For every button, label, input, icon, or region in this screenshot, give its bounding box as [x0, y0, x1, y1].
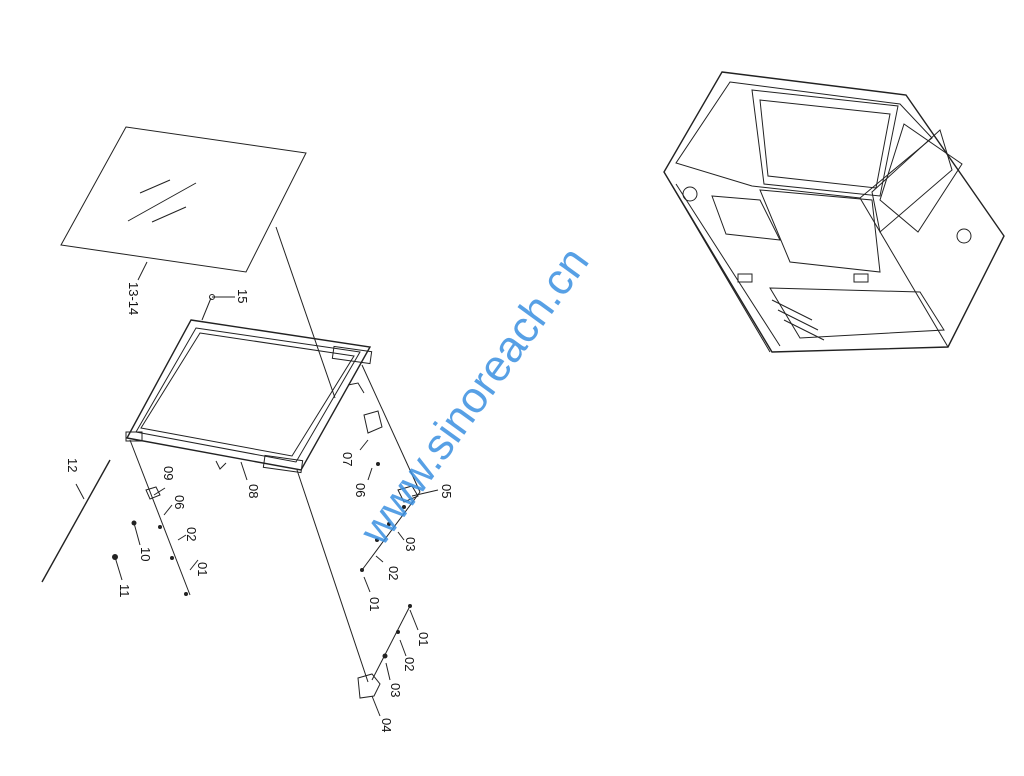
label-10: 10	[138, 547, 153, 561]
label-01-bottom: 01	[416, 632, 431, 646]
label-03-bottom: 03	[388, 683, 403, 697]
bottom-hinge-hardware	[296, 469, 419, 717]
label-05: 05	[439, 484, 454, 498]
cab-illustration	[663, 71, 1005, 353]
label-04: 04	[379, 718, 394, 732]
label-11: 11	[117, 584, 132, 598]
label-08: 08	[246, 484, 261, 498]
label-06-left: 06	[172, 495, 187, 509]
label-15: 15	[235, 289, 250, 303]
label-07: 07	[340, 452, 355, 466]
rubber-strip	[41, 459, 111, 583]
label-13-14: 13-14	[126, 282, 141, 315]
label-01-left: 01	[195, 562, 210, 576]
right-hinge-hardware	[359, 364, 439, 593]
label-02-left: 02	[184, 527, 199, 541]
label-01-right: 01	[367, 597, 382, 611]
label-02-bottom: 02	[402, 657, 417, 671]
watermark-text: www.sinoreach.cn	[350, 238, 599, 554]
label-06-right: 06	[353, 483, 368, 497]
label-12: 12	[65, 458, 80, 472]
window-frame	[125, 294, 373, 481]
label-03-right: 03	[403, 537, 418, 551]
label-09: 09	[161, 466, 176, 480]
glass-panel	[60, 126, 336, 399]
left-hardware	[112, 439, 199, 596]
label-02-right: 02	[386, 566, 401, 580]
